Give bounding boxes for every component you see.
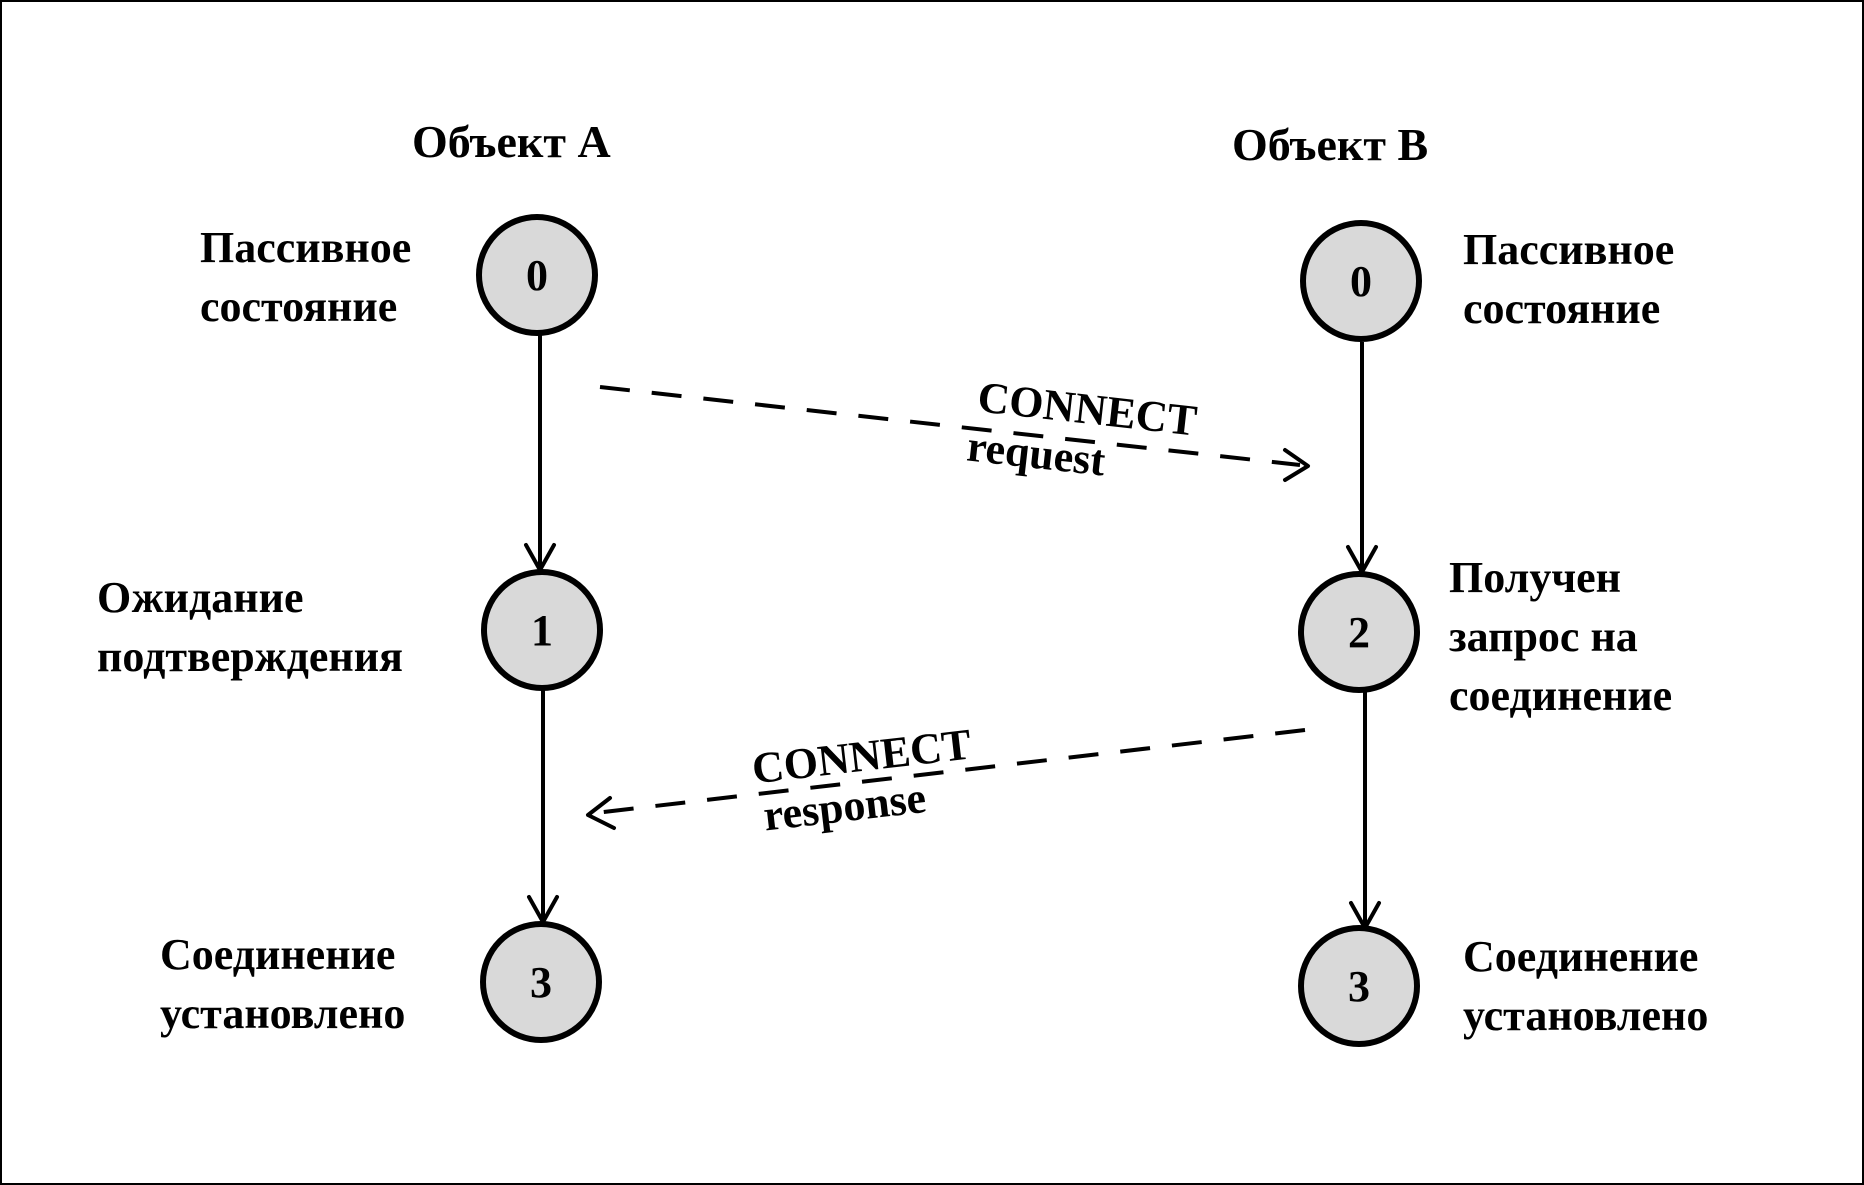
state-circle <box>1300 220 1422 342</box>
state-b-2-label: Получен запрос на соединение <box>1449 553 1672 720</box>
message-arrowhead <box>1283 448 1310 482</box>
state-circle <box>1298 571 1420 693</box>
label-line: установлено <box>160 989 405 1038</box>
label-line: Пассивное <box>200 223 411 272</box>
state-circle <box>1298 925 1420 1047</box>
label-line: состояние <box>200 282 397 331</box>
label-line: Соединение <box>1463 932 1698 981</box>
label-line: запрос на <box>1449 612 1638 661</box>
state-b-2: 2 <box>1298 571 1420 693</box>
state-b-0-label: Пассивное состояние <box>1463 225 1685 333</box>
state-b-3-label: Соединение установлено <box>1463 932 1709 1040</box>
label-line: установлено <box>1463 991 1708 1040</box>
label-line: Соединение <box>160 930 395 979</box>
state-a-1: 1 <box>481 569 603 691</box>
state-a-1-label: Ожидание подтверждения <box>97 573 403 681</box>
message-connect-response: CONNECT response <box>586 719 1306 840</box>
state-number: 1 <box>531 606 553 655</box>
message-arrowhead <box>586 796 616 830</box>
state-a-3: 3 <box>480 921 602 1043</box>
state-circle <box>480 921 602 1043</box>
state-circle <box>481 569 603 691</box>
label-line: подтверждения <box>97 632 403 681</box>
state-a-0-label: Пассивное состояние <box>200 223 422 331</box>
state-b-3: 3 <box>1298 925 1420 1047</box>
message-line <box>594 728 1306 815</box>
object-b-title: Объект B <box>1232 119 1428 170</box>
state-b-0: 0 <box>1300 220 1422 342</box>
label-line: Ожидание <box>97 573 304 622</box>
state-number: 3 <box>530 958 552 1007</box>
state-a-3-label: Соединение установлено <box>160 930 406 1038</box>
label-line: Получен <box>1449 553 1621 602</box>
state-number: 0 <box>1350 257 1372 306</box>
state-number: 3 <box>1348 962 1370 1011</box>
label-line: соединение <box>1449 671 1672 720</box>
label-line: Пассивное <box>1463 225 1674 274</box>
state-number: 0 <box>526 251 548 300</box>
object-a-title: Объект A <box>412 116 611 167</box>
label-line: состояние <box>1463 284 1660 333</box>
state-circle <box>476 214 598 336</box>
state-a-0: 0 <box>476 214 598 336</box>
message-line <box>599 385 1301 467</box>
state-number: 2 <box>1348 608 1370 657</box>
